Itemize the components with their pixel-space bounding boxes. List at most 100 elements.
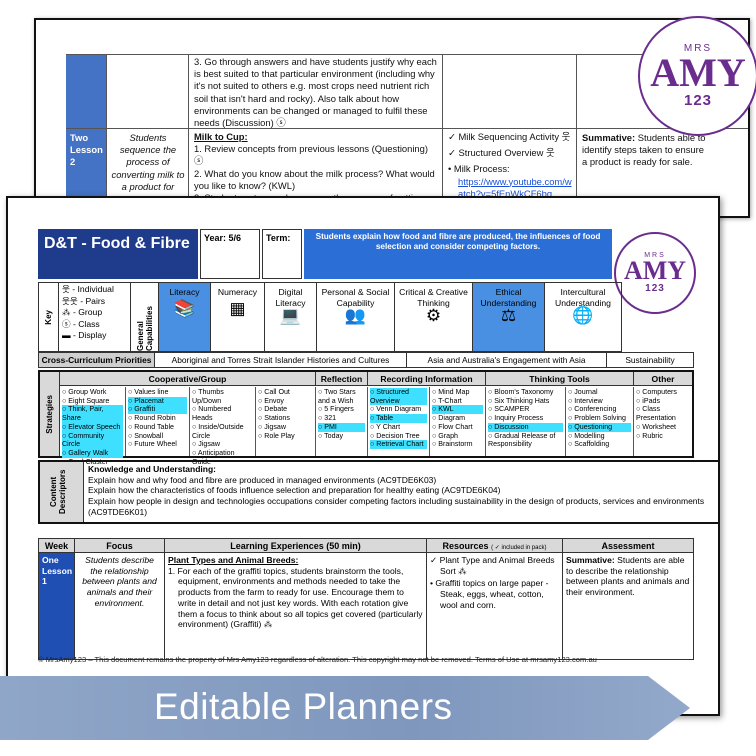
strategy-option-selected[interactable]: ○ KWL bbox=[432, 405, 483, 415]
strat-head-cooperative: Cooperative/Group bbox=[60, 372, 316, 386]
strategy-option-selected[interactable]: ○ Table bbox=[370, 414, 427, 423]
strategy-option[interactable]: ○ Thumbs Up/Down bbox=[192, 388, 224, 405]
strategy-option[interactable]: ○ Venn Diagram bbox=[370, 405, 422, 414]
strategy-option[interactable]: ○ Rubric bbox=[636, 431, 663, 440]
strategy-option[interactable]: ○ Debate bbox=[258, 405, 288, 414]
key-item: 웃 - Individual bbox=[62, 284, 114, 294]
books-icon: 📚 bbox=[173, 299, 196, 318]
strategy-option-selected[interactable]: ○ Think, Pair, Share bbox=[62, 405, 123, 423]
strategy-option[interactable]: ○ Gradual Release of Responsibility bbox=[488, 431, 556, 449]
strategy-option[interactable]: ○ 321 bbox=[318, 414, 337, 423]
strategy-option[interactable]: ○ Snowball bbox=[128, 431, 164, 440]
strategy-option-selected[interactable]: ○ Discussion bbox=[488, 422, 563, 432]
calculator-icon: ▦ bbox=[229, 299, 246, 318]
key-item: ▬ - Display bbox=[62, 330, 107, 340]
strategy-option[interactable]: ○ Eight Square bbox=[62, 396, 110, 405]
strategy-option[interactable]: ○ Six Thinking Hats bbox=[488, 396, 550, 405]
strat-col-cooperative-3: ○ Thumbs Up/Down ○ Numbered Heads ○ Insi… bbox=[190, 387, 256, 466]
strategy-option-selected[interactable]: ○ Questioning bbox=[568, 422, 631, 432]
strategy-option[interactable]: ○ 5 Fingers bbox=[318, 405, 354, 414]
cap-numeracy[interactable]: Numeracy ▦ bbox=[211, 283, 265, 351]
strategy-option[interactable]: ○ Scaffolding bbox=[568, 440, 610, 449]
week-column-blue bbox=[66, 54, 106, 216]
strategy-option[interactable]: ○ Conferencing bbox=[568, 405, 617, 414]
strategy-option[interactable]: ○ Modelling bbox=[568, 431, 605, 440]
strategy-option[interactable]: ○ T-Chart bbox=[432, 396, 462, 405]
resources[interactable]: ✓ Plant Type and Animal Breeds Sort ⁂ • … bbox=[427, 553, 563, 659]
strategy-option[interactable]: ○ Worksheet bbox=[636, 422, 677, 431]
priority-asia[interactable]: Asia and Australia's Engagement with Asi… bbox=[407, 353, 607, 367]
strategy-option-selected[interactable]: ○ Community Circle bbox=[62, 431, 123, 449]
cap-ethical[interactable]: Ethical Understanding ⚖ bbox=[473, 283, 545, 351]
strategy-option[interactable]: ○ Call Out bbox=[258, 388, 290, 396]
col-resources: Resources ( ✓ included in pack) bbox=[427, 539, 563, 553]
resources-note: ( ✓ included in pack) bbox=[491, 545, 547, 551]
strategy-option[interactable]: ○ iPads bbox=[636, 396, 661, 405]
strategy-option[interactable]: ○ Mind Map bbox=[432, 388, 470, 396]
strategy-option[interactable]: ○ Brainstorm bbox=[432, 440, 473, 449]
cap-digital-literacy[interactable]: Digital Literacy 💻 bbox=[265, 283, 317, 351]
strategy-option-selected[interactable]: ○ Graffiti bbox=[128, 405, 187, 415]
content-descriptors-label: Content Descriptors bbox=[48, 469, 67, 515]
strategy-option-selected[interactable]: ○ Elevator Speech bbox=[62, 422, 123, 432]
strategy-option[interactable]: ○ Two Stars and a Wish bbox=[318, 388, 356, 405]
term-field[interactable]: Term: bbox=[262, 229, 302, 279]
strategy-option[interactable]: ○ Flow Chart bbox=[432, 422, 473, 431]
priority-atsi[interactable]: Aboriginal and Torres Strait Islander Hi… bbox=[155, 353, 407, 367]
strategy-option[interactable]: ○ Role Play bbox=[258, 431, 295, 440]
col-week: Week bbox=[39, 539, 75, 553]
gears-icon: ⚙ bbox=[425, 306, 442, 325]
strategies-table: Strategies Cooperative/Group Reflection … bbox=[38, 370, 694, 466]
col-focus: Focus bbox=[75, 539, 165, 553]
strategy-option[interactable]: ○ Jigsaw bbox=[258, 422, 286, 431]
cap-critical-creative[interactable]: Critical & Creative Thinking ⚙ bbox=[395, 283, 473, 351]
strategy-option[interactable]: ○ Computers bbox=[636, 388, 677, 396]
strategy-option-selected[interactable]: ○ Placemat bbox=[128, 396, 187, 406]
unit-focus: Students explain how food and fibre are … bbox=[304, 229, 612, 279]
strategy-option[interactable]: ○ Diagram bbox=[432, 414, 466, 423]
assessment[interactable]: Summative: Students are able to describe… bbox=[563, 553, 693, 659]
scales-icon: ⚖ bbox=[500, 306, 517, 325]
strategy-option[interactable]: ○ Bloom's Taxonomy bbox=[488, 388, 554, 396]
strategy-option[interactable]: ○ Decision Tree bbox=[370, 431, 420, 440]
cap-personal-social[interactable]: Personal & Social Capability 👥 bbox=[317, 283, 395, 351]
cap-literacy[interactable]: Literacy 📚 bbox=[159, 283, 211, 351]
strategy-option[interactable]: ○ Class Presentation bbox=[636, 405, 676, 423]
cap-intercultural[interactable]: Intercultural Understanding 🌐 bbox=[545, 283, 621, 351]
strategy-option-selected[interactable]: ○ Structured Overview bbox=[370, 388, 427, 406]
year-field[interactable]: Year: 5/6 bbox=[200, 229, 260, 279]
strategy-option-selected[interactable]: ○ Gallery Walk bbox=[62, 448, 123, 458]
back-youtube-link[interactable]: https://www.youtube.com/watch?v=5fEnWkCF… bbox=[458, 175, 572, 199]
strat-head-thinking: Thinking Tools bbox=[486, 372, 634, 386]
strategy-option[interactable]: ○ Values line bbox=[128, 388, 169, 396]
people-icon: 👥 bbox=[344, 306, 367, 325]
strategy-option[interactable]: ○ Envoy bbox=[258, 396, 284, 405]
strat-col-other: ○ Computers ○ iPads ○ Class Presentation… bbox=[634, 387, 692, 456]
learning-experiences[interactable]: Plant Types and Animal Breeds: 1. For ea… bbox=[165, 553, 427, 659]
strategy-option[interactable]: ○ Interview bbox=[568, 396, 603, 405]
strategy-option[interactable]: ○ Round Robin bbox=[128, 414, 176, 423]
back-resource-item: ✓ Milk Sequencing Activity 웃 bbox=[448, 131, 571, 142]
strategy-option[interactable]: ○ Jigsaw bbox=[192, 440, 220, 449]
lesson-focus[interactable]: Students describe the relationship betwe… bbox=[75, 553, 165, 659]
strategy-option[interactable]: ○ Inquiry Process bbox=[488, 414, 544, 423]
strategy-option[interactable]: ○ Journal bbox=[568, 388, 598, 396]
col-learning-experiences: Learning Experiences (50 min) bbox=[165, 539, 427, 553]
strategy-option[interactable]: ○ Y Chart bbox=[370, 422, 401, 431]
strategy-option[interactable]: ○ Graph bbox=[432, 431, 458, 440]
strategy-option[interactable]: ○ Today bbox=[318, 431, 344, 440]
strategy-option[interactable]: ○ Stations bbox=[258, 414, 290, 423]
strategy-option[interactable]: ○ Future Wheel bbox=[128, 440, 177, 449]
strategy-option[interactable]: ○ Problem Solving bbox=[568, 414, 626, 423]
back-assessment-text: Students able to identify steps taken to… bbox=[582, 132, 706, 168]
strategy-option[interactable]: ○ SCAMPER bbox=[488, 405, 530, 414]
strategy-option-selected[interactable]: ○ Retrieval Chart bbox=[370, 440, 427, 449]
strat-head-reflection: Reflection bbox=[316, 372, 368, 386]
resource-item: ✓ Plant Type and Animal Breeds Sort ⁂ bbox=[430, 555, 555, 576]
strategy-option[interactable]: ○ Round Table bbox=[128, 422, 174, 431]
strategy-option[interactable]: ○ Inside/Outside Circle bbox=[192, 422, 244, 440]
strategy-option-selected[interactable]: ○ PMI bbox=[318, 422, 365, 432]
priority-sustainability[interactable]: Sustainability bbox=[625, 355, 675, 365]
strategy-option[interactable]: ○ Numbered Heads bbox=[192, 405, 232, 423]
strategy-option[interactable]: ○ Group Work bbox=[62, 388, 107, 396]
